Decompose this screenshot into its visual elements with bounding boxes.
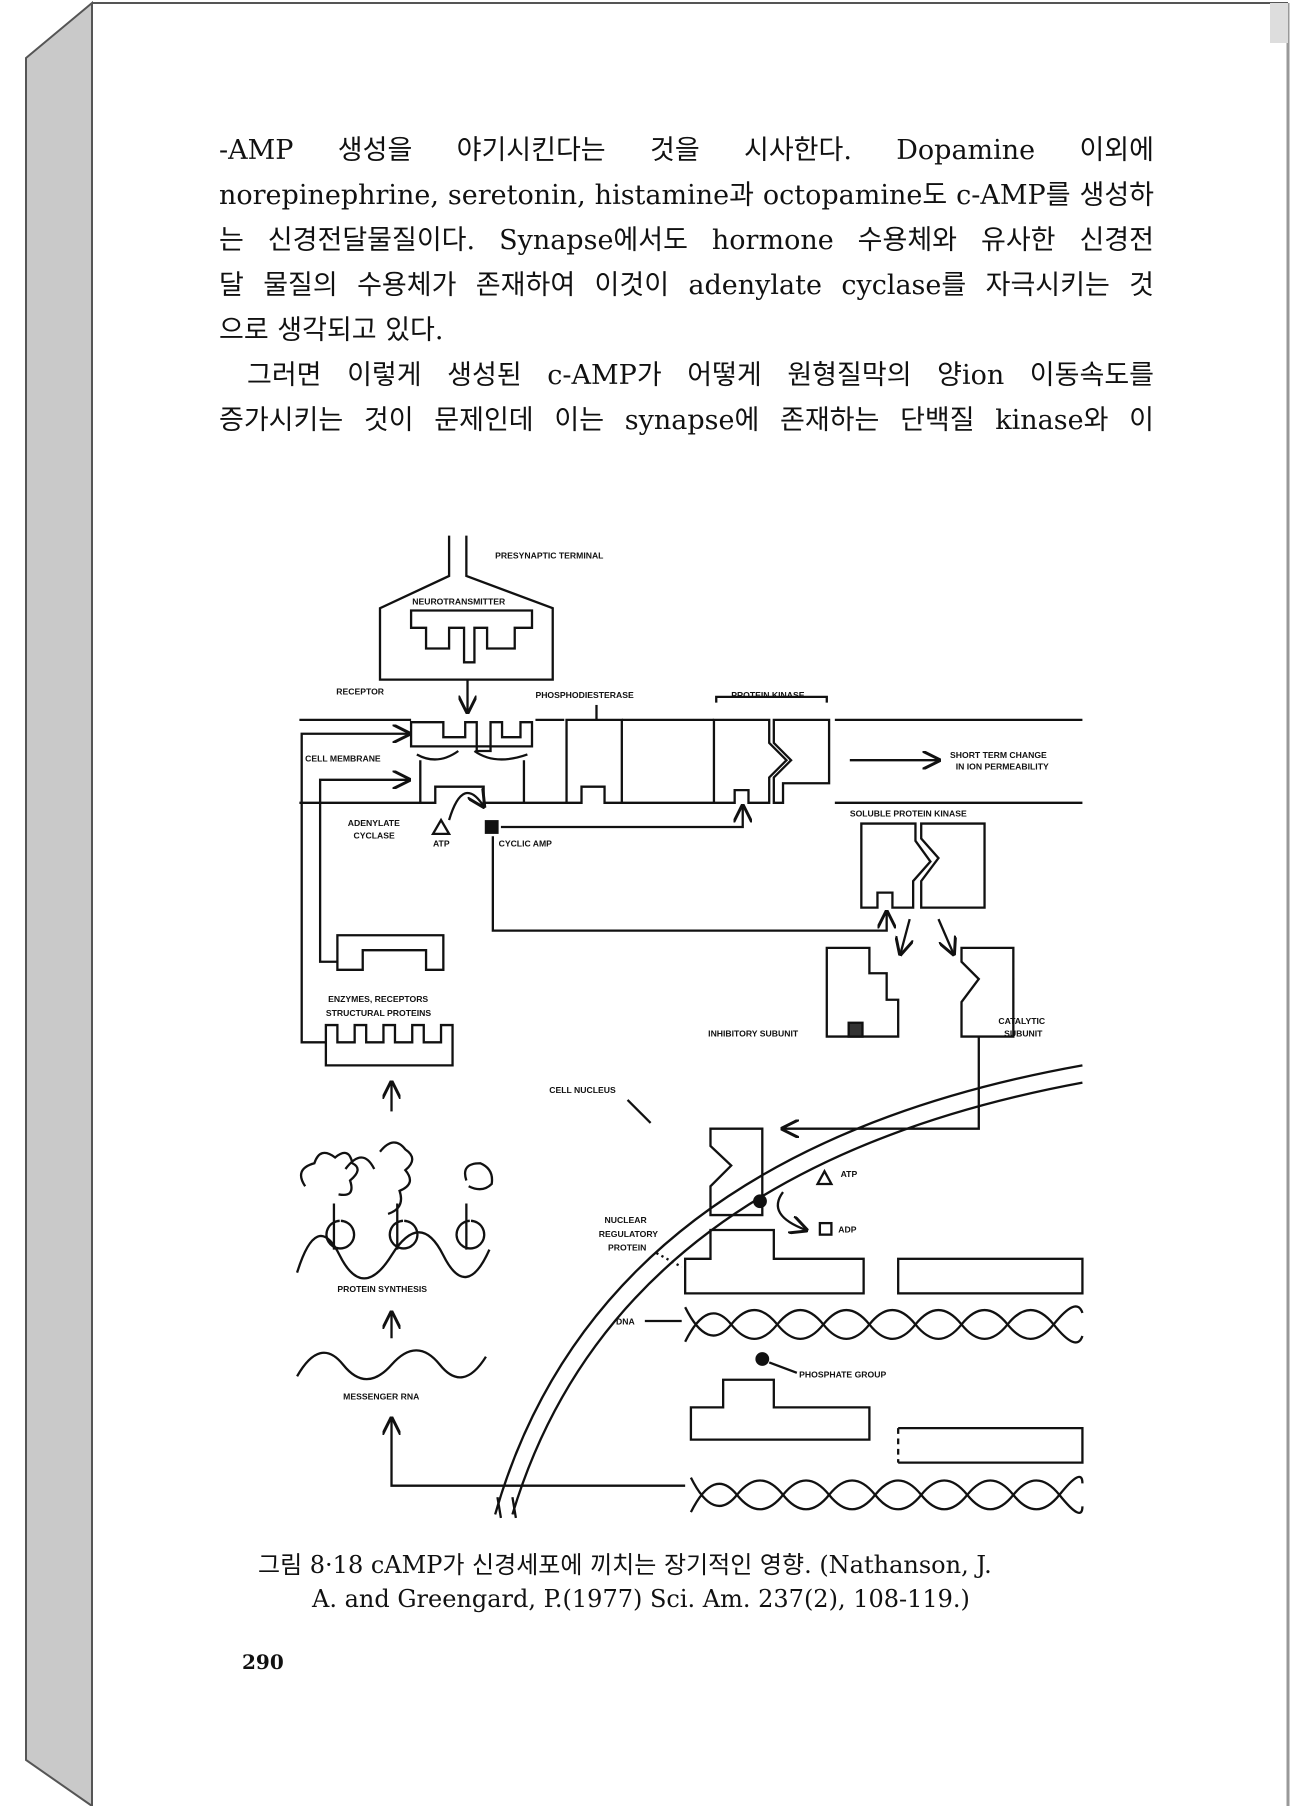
page-number: 290 — [242, 1650, 284, 1674]
label: DNA — [616, 1316, 635, 1326]
label: PROTEIN KINASE — [731, 690, 805, 700]
label: INHIBITORY SUBUNIT — [708, 1029, 799, 1039]
label: CELL MEMBRANE — [305, 753, 381, 763]
label: MESSENGER RNA — [343, 1391, 419, 1401]
messenger-rna — [296, 1349, 487, 1381]
label: CELL NUCLEUS — [549, 1085, 616, 1095]
label: ADP — [838, 1224, 856, 1234]
text-line: -AMP 생성을 야기시킨다는 것을 시사한다. Dopamine 이외에 — [219, 135, 1154, 166]
atp-triangle — [430, 817, 452, 836]
catalytic-subunit — [960, 946, 1015, 1038]
label: ATP — [433, 839, 450, 849]
label: ADENYLATE — [348, 818, 400, 828]
figure-caption: 그림 8·18 cAMP가 신경세포에 끼치는 장기적인 영향. (Nathan… — [258, 1548, 992, 1616]
neurotransmitter-shape — [409, 609, 534, 664]
text-line: 그러면 이렇게 생성된 c-AMP가 어떻게 원형질막의 양ion 이동속도를 — [247, 360, 1154, 391]
text-line: 증가시키는 것이 문제인데 이는 synapse에 존재하는 단백질 kinas… — [219, 405, 1154, 436]
label: RECEPTOR — [336, 687, 385, 697]
cell-membrane — [299, 718, 1083, 804]
protein-chain — [299, 1141, 494, 1216]
adenylate-cyclase — [419, 760, 526, 804]
text-line: 으로 생각되고 있다. — [219, 315, 444, 346]
label: SOLUBLE PROTEIN KINASE — [850, 809, 967, 819]
label: STRUCTURAL PROTEINS — [326, 1008, 432, 1018]
caption-line: A. and Greengard, P.(1977) Sci. Am. 237(… — [312, 1585, 970, 1613]
receptor — [409, 721, 534, 753]
label: PROTEIN SYNTHESIS — [337, 1284, 427, 1294]
phosphodiesterase — [565, 718, 623, 804]
body-text: -AMP 생성을 야기시킨다는 것을 시사한다. Dopamine 이외에 no… — [219, 128, 1154, 443]
label: NEUROTRANSMITTER — [412, 597, 506, 607]
caption-line: 그림 8·18 cAMP가 신경세포에 끼치는 장기적인 영향. (Nathan… — [258, 1551, 992, 1579]
protein-kinase — [712, 718, 831, 804]
diagram-labels: PRESYNAPTIC TERMINAL NEUROTRANSMITTER RE… — [305, 551, 1049, 1402]
enzyme-box — [336, 934, 445, 971]
label: CATALYTIC — [998, 1016, 1045, 1026]
soluble-protein-kinase — [860, 822, 986, 909]
label: NUCLEAR — [605, 1215, 648, 1225]
nuclear-regulatory-protein — [684, 1228, 865, 1295]
label: PHOSPHODIESTERASE — [535, 690, 633, 700]
text-line: norepinephrine, seretonin, histamine과 oc… — [219, 180, 1154, 211]
text-line: 달 물질의 수용체가 존재하여 이것이 adenylate cyclase를 자… — [219, 270, 1154, 301]
label: ATP — [841, 1169, 858, 1179]
label: SUBUNIT — [1004, 1029, 1043, 1039]
cyclic-amp-square — [484, 820, 499, 834]
structural-protein-box — [324, 1023, 454, 1067]
label: CYCLIC AMP — [499, 839, 553, 849]
ribosomes — [325, 1203, 486, 1250]
label: IN ION PERMEABILITY — [956, 761, 1049, 771]
label: REGULATORY — [599, 1229, 659, 1239]
cell-nucleus — [494, 1064, 1083, 1515]
dna-2 — [689, 1475, 1084, 1515]
dna-1 — [684, 1305, 1084, 1344]
label: ENZYMES, RECEPTORS — [328, 994, 428, 1004]
text-line: 는 신경전달물질이다. Synapse에서도 hormone 수용체와 유사한 … — [219, 225, 1154, 256]
label: PROTEIN — [608, 1243, 646, 1253]
label: SHORT TERM CHANGE — [950, 750, 1047, 760]
label: CYCLASE — [354, 831, 395, 841]
mrna-on-ribosome — [295, 1231, 491, 1280]
label: PRESYNAPTIC TERMINAL — [495, 551, 603, 561]
label: PHOSPHATE GROUP — [799, 1369, 886, 1379]
